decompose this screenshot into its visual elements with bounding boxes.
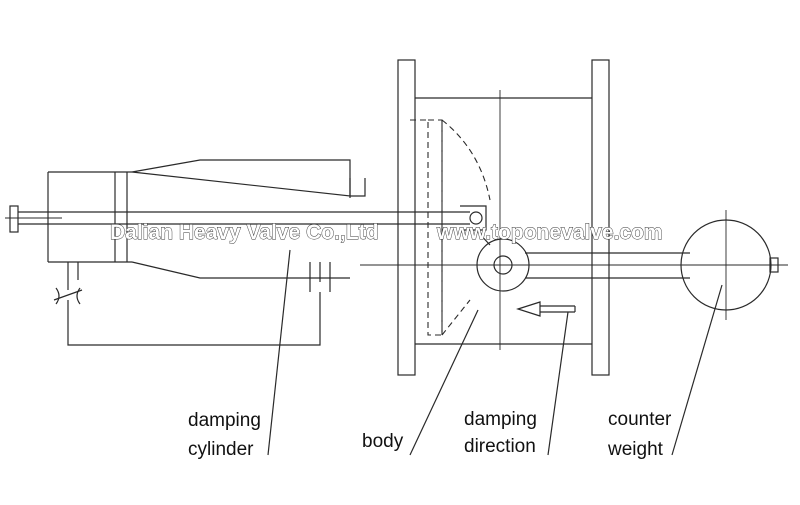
label-counter-weight-line2: weight bbox=[607, 439, 664, 460]
leader-counter-weight bbox=[671, 284, 723, 456]
label-damping-direction-line1: damping bbox=[464, 409, 537, 430]
counter-weight bbox=[525, 210, 779, 320]
right-flange bbox=[591, 59, 610, 376]
damping-direction-arrow bbox=[516, 301, 576, 317]
watermark-website: www.toponevalve.com bbox=[436, 221, 663, 244]
oil-circuit-line bbox=[67, 292, 321, 346]
shaft bbox=[493, 255, 513, 275]
rod-end-cap bbox=[9, 205, 19, 233]
disc-outline bbox=[427, 119, 443, 336]
lever-pin bbox=[469, 211, 483, 225]
label-damping-cylinder-line1: damping bbox=[188, 410, 261, 431]
valve-body bbox=[360, 59, 788, 376]
leader-damping-cylinder bbox=[267, 249, 291, 456]
leader-lines bbox=[267, 249, 723, 456]
watermark-company: Dalian Heavy Valve Co.,Ltd bbox=[110, 221, 378, 244]
disc-swing-arc bbox=[441, 119, 491, 201]
label-damping-direction-line2: direction bbox=[464, 436, 536, 457]
left-flange bbox=[397, 59, 416, 376]
shaft-hub bbox=[476, 238, 530, 292]
leader-body bbox=[409, 309, 479, 456]
throttle-valve-symbol bbox=[55, 287, 60, 305]
leader-damping-direction bbox=[547, 311, 569, 456]
label-damping-cylinder-line2: cylinder bbox=[188, 439, 254, 460]
damping-cylinder bbox=[5, 159, 470, 346]
label-counter-weight-line1: counter bbox=[608, 409, 672, 430]
label-body: body bbox=[362, 431, 404, 452]
